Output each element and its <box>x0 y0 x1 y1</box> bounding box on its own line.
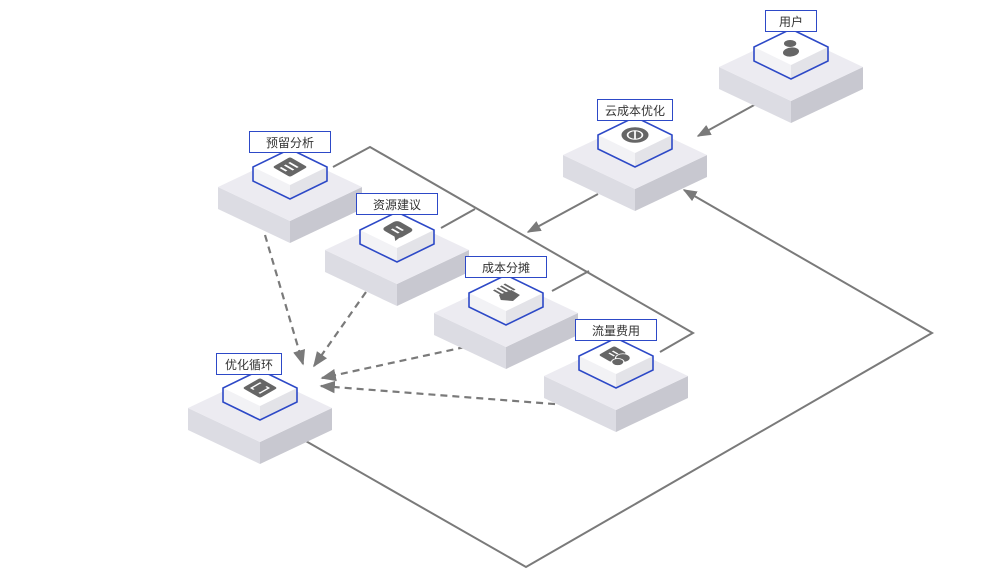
platform-right-face <box>506 313 578 369</box>
node-label-allocation[interactable]: 成本分摊 <box>465 256 547 278</box>
solid-connectors <box>303 103 935 569</box>
hand-share-icon <box>492 283 520 301</box>
node-user[interactable] <box>719 28 863 123</box>
cube-left-face <box>360 230 397 262</box>
cube-right-face <box>791 47 828 79</box>
node-label-loop[interactable]: 优化循环 <box>216 353 282 375</box>
edge-allocation-to-loop <box>320 345 466 382</box>
node-cloud-cost[interactable] <box>563 116 707 211</box>
edge-cloud-cost-to-group <box>526 193 599 233</box>
platform-left-face <box>544 376 616 432</box>
platform-left-face <box>719 67 791 123</box>
cube-right-face <box>290 167 327 199</box>
cube-right-face <box>397 230 434 262</box>
platform-right-face <box>290 187 362 243</box>
cube-right-face <box>635 135 672 167</box>
node-outline <box>222 369 298 421</box>
cube-left-face <box>754 47 791 79</box>
edge-reservation-to-loop <box>263 234 305 366</box>
user-icon <box>782 39 800 57</box>
platform-right-face <box>260 408 332 464</box>
node-outline <box>753 28 829 80</box>
node-label-resource[interactable]: 资源建议 <box>356 193 438 215</box>
cube-left-face <box>598 135 635 167</box>
cube-left-face <box>253 167 290 199</box>
node-allocation[interactable] <box>434 274 578 369</box>
node-outline <box>252 148 328 200</box>
edge-traffic-to-loop <box>319 380 568 407</box>
bracket-tick-allocation <box>551 270 590 292</box>
platform-left-face <box>325 250 397 306</box>
node-label-user[interactable]: 用户 <box>765 10 817 32</box>
node-label-reservation[interactable]: 预留分析 <box>249 131 331 153</box>
group-bracket <box>332 145 696 353</box>
platform-left-face <box>434 313 506 369</box>
cube-left-face <box>469 293 506 325</box>
dashed-connectors <box>263 234 568 407</box>
cycle-icon <box>243 378 277 398</box>
node-outline <box>578 337 654 389</box>
platform-right-face <box>635 155 707 211</box>
node-reservation[interactable] <box>218 148 362 243</box>
platform-right-face <box>791 67 863 123</box>
cube-right-face <box>260 388 297 420</box>
cube-right-face <box>616 356 653 388</box>
platform-left-face <box>218 187 290 243</box>
node-outline <box>468 274 544 326</box>
node-traffic[interactable] <box>544 337 688 432</box>
edge-loop-to-cloud-cost <box>303 189 935 569</box>
node-loop[interactable] <box>188 369 332 464</box>
group-bracket-outline <box>332 145 696 353</box>
edge-resource-to-loop <box>313 291 367 368</box>
platform-left-face <box>563 155 635 211</box>
node-resource[interactable] <box>325 211 469 306</box>
cube-left-face <box>223 388 260 420</box>
bracket-tick-resource <box>440 208 476 229</box>
node-label-traffic[interactable]: 流量费用 <box>575 319 657 341</box>
platform-left-face <box>188 408 260 464</box>
report-icon <box>273 157 307 177</box>
cube-left-face <box>579 356 616 388</box>
nodes-layer <box>188 28 863 464</box>
platform-right-face <box>397 250 469 306</box>
bill-coins-icon <box>599 346 631 366</box>
cube-right-face <box>506 293 543 325</box>
node-label-cloud-cost[interactable]: 云成本优化 <box>597 99 673 121</box>
platform-right-face <box>616 376 688 432</box>
node-outline <box>597 116 673 168</box>
edge-user-to-cloud-cost <box>696 103 757 137</box>
chat-bubble-icon <box>383 221 413 241</box>
cost-coin-icon <box>621 127 649 143</box>
node-outline <box>359 211 435 263</box>
